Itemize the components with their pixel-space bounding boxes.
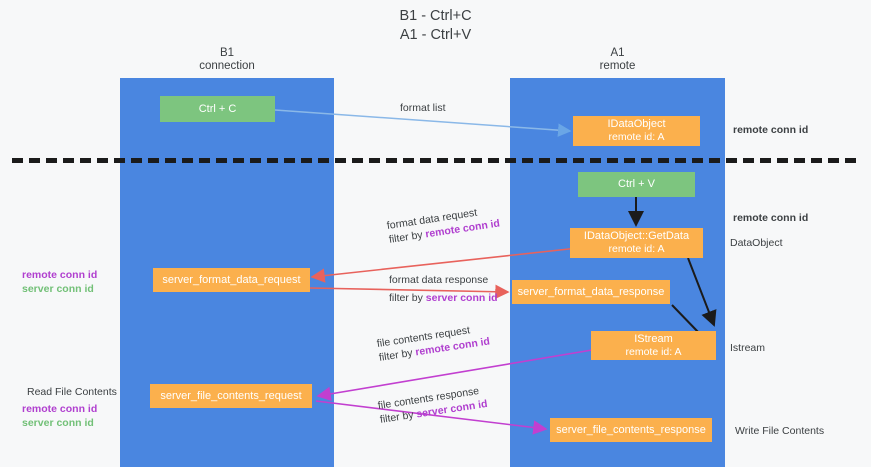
diagram-title: B1 - Ctrl+C A1 - Ctrl+V bbox=[0, 7, 871, 45]
node-server-file-contents-request-label: server_file_contents_request bbox=[160, 389, 302, 402]
lane-b1-subtitle: connection bbox=[199, 60, 255, 72]
node-server-file-contents-response[interactable]: server_file_contents_response bbox=[550, 418, 712, 442]
lane-a1-subtitle: remote bbox=[599, 60, 636, 72]
lane-a1-title: A1 bbox=[610, 47, 625, 59]
node-server-file-contents-response-label: server_file_contents_response bbox=[556, 423, 706, 436]
node-ctrl-c[interactable]: Ctrl + C bbox=[160, 96, 275, 122]
lane-b1-title: B1 bbox=[219, 47, 235, 59]
edge-label-format-data-response-filter: filter by server conn id bbox=[389, 291, 498, 305]
filter-prefix: filter by bbox=[389, 292, 426, 304]
node-server-format-data-request-label: server_format_data_request bbox=[162, 273, 301, 286]
edge-label-file-contents-response: file contents response filter by server … bbox=[377, 383, 488, 427]
side-label-right-top: remote conn id bbox=[733, 124, 809, 136]
node-getdata-line2: remote id: A bbox=[608, 243, 665, 255]
lane-header-b1: B1 connection bbox=[120, 47, 334, 73]
phase-divider bbox=[12, 158, 859, 163]
node-ctrl-v-label: Ctrl + V bbox=[618, 178, 655, 190]
filter-prefix: filter by bbox=[388, 228, 427, 246]
filter-prefix: filter by bbox=[378, 346, 417, 364]
side-label-left-bottom: remote conn id server conn id bbox=[22, 402, 97, 430]
filter-prefix: filter by bbox=[379, 408, 418, 426]
node-server-file-contents-request[interactable]: server_file_contents_request bbox=[150, 384, 312, 408]
lane-header-a1: A1 remote bbox=[510, 47, 725, 73]
edge-label-format-data-response-text: format data response bbox=[389, 274, 489, 286]
edge-label-format-data-response: format data response filter by server co… bbox=[389, 273, 498, 305]
side-label-left-mid-remote: remote conn id bbox=[22, 269, 98, 281]
node-server-format-data-request[interactable]: server_format_data_request bbox=[153, 268, 310, 292]
node-istream[interactable]: IStream remote id: A bbox=[591, 331, 716, 360]
edge-label-file-contents-request: file contents request filter by remote c… bbox=[376, 321, 491, 365]
title-line-1: B1 - Ctrl+C bbox=[399, 8, 472, 24]
side-label-istream: Istream bbox=[730, 342, 766, 354]
side-label-right-mid: remote conn id bbox=[733, 212, 809, 224]
side-label-left-mid: remote conn id server conn id bbox=[22, 268, 97, 296]
title-line-2: A1 - Ctrl+V bbox=[399, 27, 472, 43]
node-server-format-data-response-label: server_format_data_response bbox=[517, 285, 665, 298]
node-istream-line1: IStream bbox=[634, 332, 673, 345]
side-label-left-mid-server: server conn id bbox=[22, 283, 94, 295]
node-ctrl-c-label: Ctrl + C bbox=[198, 102, 237, 115]
edge-label-format-list-text: format list bbox=[400, 102, 446, 114]
node-istream-line2: remote id: A bbox=[625, 345, 682, 358]
node-getdata[interactable]: IDataObject::GetData remote id: A bbox=[570, 228, 703, 258]
side-label-read-file-contents: Read File Contents bbox=[27, 386, 117, 398]
filter-key: server conn id bbox=[425, 292, 498, 304]
edge-label-format-data-request: format data request filter by remote con… bbox=[386, 203, 501, 247]
side-label-dataobject: DataObject bbox=[730, 237, 783, 249]
node-getdata-line1: IDataObject::GetData bbox=[583, 230, 690, 242]
side-label-left-bot-remote: remote conn id bbox=[22, 403, 98, 415]
node-server-format-data-response[interactable]: server_format_data_response bbox=[512, 280, 670, 304]
node-idataobject-line2: remote id: A bbox=[608, 131, 665, 143]
node-idataobject-line1: IDataObject bbox=[607, 118, 666, 130]
edge-label-format-list: format list bbox=[400, 101, 446, 115]
node-ctrl-v[interactable]: Ctrl + V bbox=[578, 172, 695, 197]
side-label-write-file-contents: Write File Contents bbox=[735, 425, 825, 437]
side-label-left-bot-server: server conn id bbox=[22, 417, 94, 429]
node-idataobject[interactable]: IDataObject remote id: A bbox=[573, 116, 700, 146]
